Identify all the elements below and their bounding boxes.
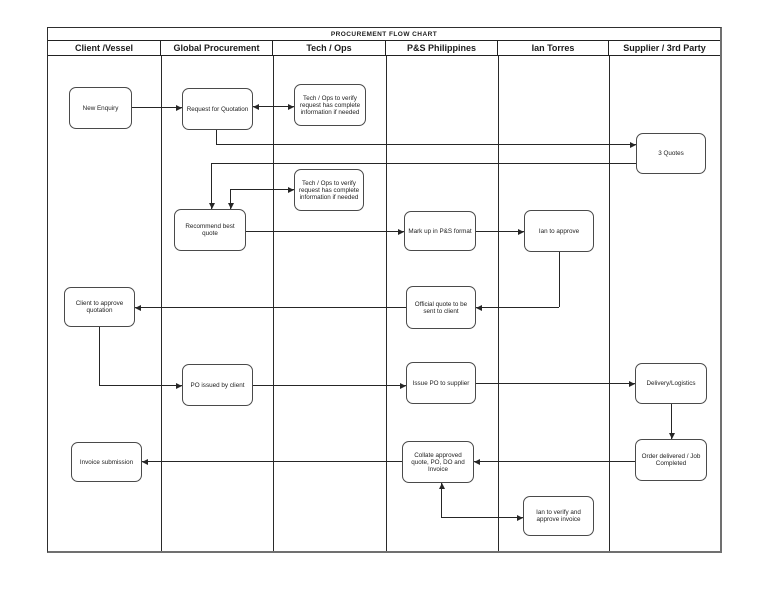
lane-header-global-procurement: Global Procurement — [161, 41, 273, 55]
arrowhead-left-icon — [476, 304, 482, 311]
flow-node-invoice-submission: Invoice submission — [71, 442, 142, 482]
edge-rfq-3quotes — [216, 144, 636, 145]
arrowhead-left-icon — [253, 103, 259, 110]
flow-node-tech-ops-verify-1: Tech / Ops to verify request has complet… — [294, 84, 366, 126]
arrowhead-right-icon — [398, 228, 404, 235]
edge-po-issuepo — [253, 385, 406, 386]
arrowhead-down-icon — [668, 433, 675, 439]
lane-header-tech-ops: Tech / Ops — [273, 41, 386, 55]
flow-node-order-delivered: Order delivered / Job Completed — [635, 439, 707, 481]
lane-divider — [161, 56, 162, 551]
flow-node-ian-to-approve: Ian to approve — [524, 210, 594, 252]
arrowhead-right-icon — [288, 186, 294, 193]
flow-node-3-quotes: 3 Quotes — [636, 133, 706, 174]
edge-markup-ianapprove — [476, 231, 524, 232]
arrowhead-left-icon — [142, 458, 148, 465]
arrowhead-right-icon — [288, 103, 294, 110]
edge-recommend-markup — [246, 231, 404, 232]
arrowhead-left-icon — [135, 304, 141, 311]
edge-ianapprove-official-down — [559, 252, 560, 307]
arrowhead-right-icon — [629, 380, 635, 387]
edge-new-enquiry-rfq — [132, 107, 182, 108]
edge-official-clientapprove — [135, 307, 406, 308]
edge-recommend-techops2 — [230, 189, 294, 190]
flow-node-tech-ops-verify-2: Tech / Ops to verify request has complet… — [294, 169, 364, 211]
lane-header-ps-philippines: P&S Philippines — [386, 41, 498, 55]
lane-divider — [273, 56, 274, 551]
flow-node-issue-po-to-supplier: Issue PO to supplier — [406, 362, 476, 404]
flow-node-request-for-quotation: Request for Quotation — [182, 88, 253, 130]
arrowhead-right-icon — [176, 104, 182, 111]
edge-rfq-techops1 — [253, 106, 294, 107]
lane-divider — [498, 56, 499, 551]
flow-node-client-to-approve: Client to approve quotation — [64, 287, 135, 327]
lane-header-client-vessel: Client /Vessel — [48, 41, 161, 55]
lane-header-ian-torres: Ian Torres — [498, 41, 609, 55]
lane-header-supplier-3rd-party: Supplier / 3rd Party — [623, 43, 706, 53]
arrowhead-up-icon — [438, 483, 445, 489]
edge-collate-ianverify-down — [441, 483, 442, 517]
flow-node-collate-documents: Collate approved quote, PO, DO and Invoi… — [402, 441, 474, 483]
arrowhead-right-icon — [400, 382, 406, 389]
arrowhead-right-icon — [517, 514, 523, 521]
arrowhead-down-icon — [208, 203, 215, 209]
arrowhead-right-icon — [176, 382, 182, 389]
arrowhead-left-icon — [474, 458, 480, 465]
lane-divider — [609, 56, 610, 551]
edge-orderdelivered-collate — [474, 461, 635, 462]
procurement-flowchart: PROCUREMENT FLOW CHART Client /Vessel Gl… — [47, 27, 722, 553]
flow-node-ian-verify-invoice: Ian to verify and approve invoice — [523, 496, 594, 536]
flow-node-delivery-logistics: Delivery/Logistics — [635, 363, 707, 404]
edge-recommend-techops2-up — [230, 189, 231, 209]
flow-node-new-enquiry: New Enquiry — [69, 87, 132, 129]
lane-header-row: Client /Vessel Global Procurement Tech /… — [48, 41, 720, 56]
flow-node-recommend-best-quote: Recommend best quote — [174, 209, 246, 251]
edge-delivery-orderdelivered — [671, 404, 672, 439]
flow-node-po-issued-by-client: PO issued by client — [182, 364, 253, 406]
edge-rfq-3quotes-down — [216, 130, 217, 144]
chart-title: PROCUREMENT FLOW CHART — [48, 28, 720, 41]
edge-3quotes-recommend-down — [211, 163, 212, 209]
edge-ianapprove-official — [476, 307, 559, 308]
edge-clientapprove-po — [99, 385, 182, 386]
flow-node-mark-up-ps-format: Mark up in P&S format — [404, 211, 476, 251]
edge-3quotes-recommend — [211, 163, 636, 164]
flow-node-official-quote: Official quote to be sent to client — [406, 286, 476, 329]
arrowhead-right-icon — [630, 141, 636, 148]
edge-collate-invoicesubmission — [142, 461, 402, 462]
edge-collate-ianverify — [441, 517, 523, 518]
arrowhead-down-icon — [227, 203, 234, 209]
edge-clientapprove-po-down — [99, 327, 100, 385]
edge-issuepo-delivery — [476, 383, 635, 384]
arrowhead-right-icon — [518, 228, 524, 235]
lane-divider — [386, 56, 387, 551]
